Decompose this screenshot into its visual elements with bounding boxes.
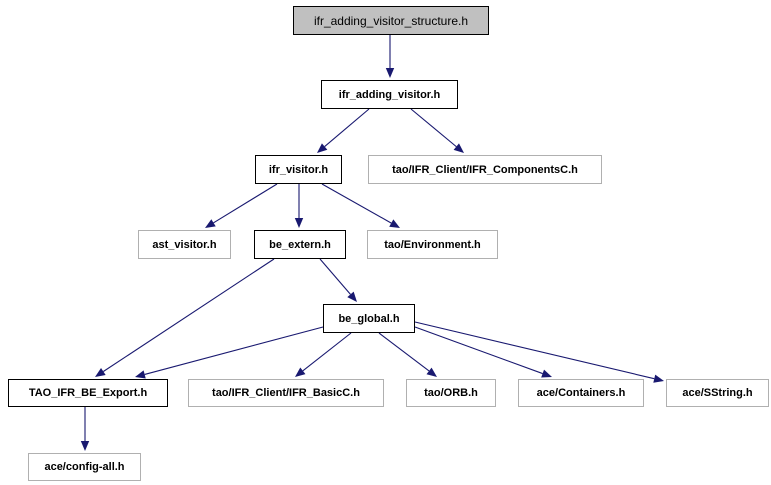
edge-be_global-to-tao_orb (378, 332, 437, 377)
node-be_global[interactable]: be_global.h (323, 304, 415, 333)
node-ace_sstring[interactable]: ace/SString.h (666, 379, 769, 407)
node-label: ifr_visitor.h (268, 163, 329, 176)
edge-ifr_visitor-to-be_extern (294, 184, 304, 228)
node-ace_containers[interactable]: ace/Containers.h (518, 379, 644, 407)
arrowhead-icon (453, 143, 464, 153)
edge-be_global-to-tao_ifr_be_export (135, 326, 324, 379)
arrowhead-icon (294, 218, 304, 228)
edge-ifr_adding_visitor-to-ifr_componentsc (410, 108, 464, 153)
edges-group (80, 35, 664, 451)
edge-be_extern-to-tao_ifr_be_export (95, 258, 275, 377)
arrowhead-icon (426, 367, 437, 377)
node-label: tao/ORB.h (424, 387, 478, 399)
arrowhead-icon (205, 219, 216, 228)
edge-be_global-to-ace_containers (414, 326, 552, 378)
node-ace_config_all[interactable]: ace/config-all.h (28, 453, 141, 481)
node-ifr_adding_visitor[interactable]: ifr_adding_visitor.h (321, 80, 458, 109)
node-tao_orb[interactable]: tao/ORB.h (406, 379, 496, 407)
node-label: ifr_adding_visitor_structure.h (313, 13, 469, 28)
node-label: be_extern.h (269, 238, 331, 251)
node-tao_environment[interactable]: tao/Environment.h (367, 230, 498, 259)
node-ifr_basicc[interactable]: tao/IFR_Client/IFR_BasicC.h (188, 379, 384, 407)
edge-ifr_visitor-to-tao_environment (321, 183, 400, 228)
node-label: ifr_adding_visitor.h (338, 88, 441, 101)
node-root[interactable]: ifr_adding_visitor_structure.h (293, 6, 489, 35)
node-be_extern[interactable]: be_extern.h (254, 230, 346, 259)
node-label: ace/Containers.h (536, 387, 626, 399)
arrowhead-icon (541, 369, 552, 378)
arrowhead-icon (347, 291, 357, 302)
edge-ifr_adding_visitor-to-ifr_visitor (317, 108, 370, 153)
node-ast_visitor[interactable]: ast_visitor.h (138, 230, 231, 259)
node-label: ast_visitor.h (152, 238, 217, 251)
arrowhead-icon (295, 367, 306, 377)
edge-be_global-to-ace_sstring (414, 321, 664, 383)
arrowhead-icon (317, 143, 328, 153)
node-label: be_global.h (338, 312, 400, 325)
node-label: tao/IFR_Client/IFR_ComponentsC.h (392, 163, 578, 176)
arrowhead-icon (80, 441, 90, 451)
arrowhead-icon (653, 374, 664, 383)
edge-be_extern-to-be_global (319, 258, 357, 302)
edge-tao_ifr_be_export-to-ace_config_all (80, 407, 90, 451)
edge-root-to-ifr_adding_visitor (385, 35, 395, 78)
node-label: tao/IFR_Client/IFR_BasicC.h (212, 387, 360, 399)
node-tao_ifr_be_export[interactable]: TAO_IFR_BE_Export.h (8, 379, 168, 407)
arrowhead-icon (389, 219, 400, 228)
node-ifr_visitor[interactable]: ifr_visitor.h (255, 155, 342, 184)
arrowhead-icon (135, 370, 146, 379)
node-ifr_componentsc[interactable]: tao/IFR_Client/IFR_ComponentsC.h (368, 155, 602, 184)
node-label: ace/SString.h (682, 387, 753, 399)
edge-be_global-to-ifr_basicc (295, 332, 352, 377)
edge-ifr_visitor-to-ast_visitor (205, 183, 278, 228)
arrowhead-icon (95, 367, 106, 377)
node-label: TAO_IFR_BE_Export.h (28, 387, 148, 399)
node-label: ace/config-all.h (44, 461, 125, 473)
arrowhead-icon (385, 68, 395, 78)
node-label: tao/Environment.h (384, 238, 481, 251)
